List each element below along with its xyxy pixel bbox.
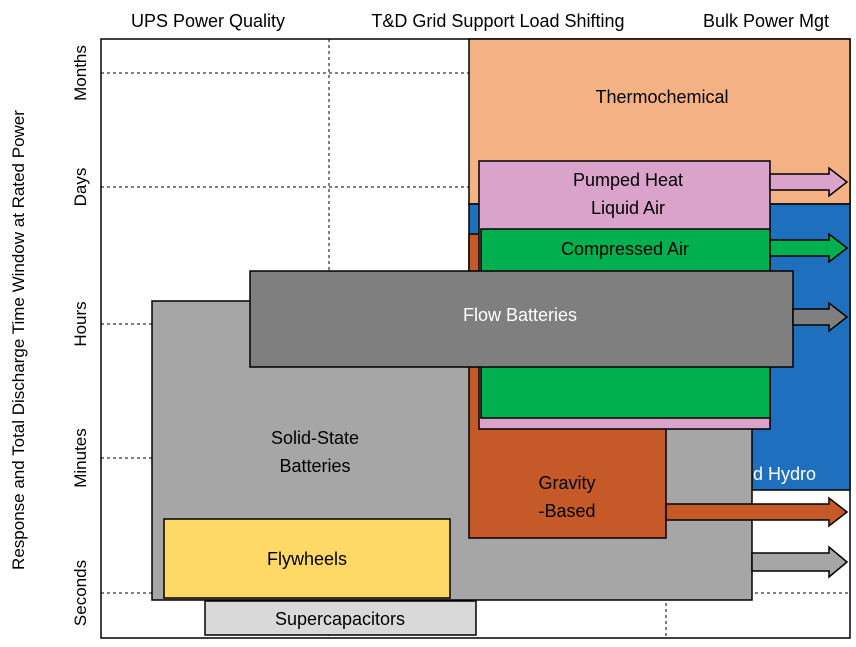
label-supercapacitors: Supercapacitors [275, 609, 405, 629]
top-label-ups: UPS Power Quality [131, 11, 285, 31]
y-axis-title: Response and Total Discharge Time Window… [9, 110, 28, 570]
arrow-solid-state [751, 545, 849, 579]
label-solid-state-line1: Solid-State [271, 428, 359, 448]
block-flow-batteries [249, 270, 794, 368]
arrow-compressed-air [769, 232, 849, 264]
ytick-minutes: Minutes [71, 428, 90, 488]
label-pumped-heat-line2: Liquid Air [591, 198, 665, 218]
label-flow-batteries: Flow Batteries [463, 305, 577, 325]
label-solid-state-line2: Batteries [279, 456, 350, 476]
ytick-months: Months [71, 45, 90, 101]
block-supercapacitors [204, 600, 477, 636]
label-thermochemical: Thermochemical [595, 87, 728, 107]
ytick-days: Days [71, 168, 90, 207]
arrow-pumped-heat [769, 166, 849, 198]
label-gravity-line1: Gravity [538, 473, 595, 493]
label-pumped-heat-line1: Pumped Heat [573, 170, 683, 190]
arrow-flow-batteries [792, 301, 849, 333]
label-gravity-line2: -Based [538, 501, 595, 521]
top-label-bulk: Bulk Power Mgt [703, 11, 829, 31]
ytick-hours: Hours [71, 301, 90, 346]
top-label-td: T&D Grid Support Load Shifting [371, 11, 624, 31]
arrow-gravity [665, 496, 849, 528]
label-flywheels: Flywheels [267, 549, 347, 569]
block-flywheels [163, 518, 451, 599]
ytick-seconds: Seconds [71, 560, 90, 626]
label-compressed-air: Compressed Air [561, 239, 689, 259]
